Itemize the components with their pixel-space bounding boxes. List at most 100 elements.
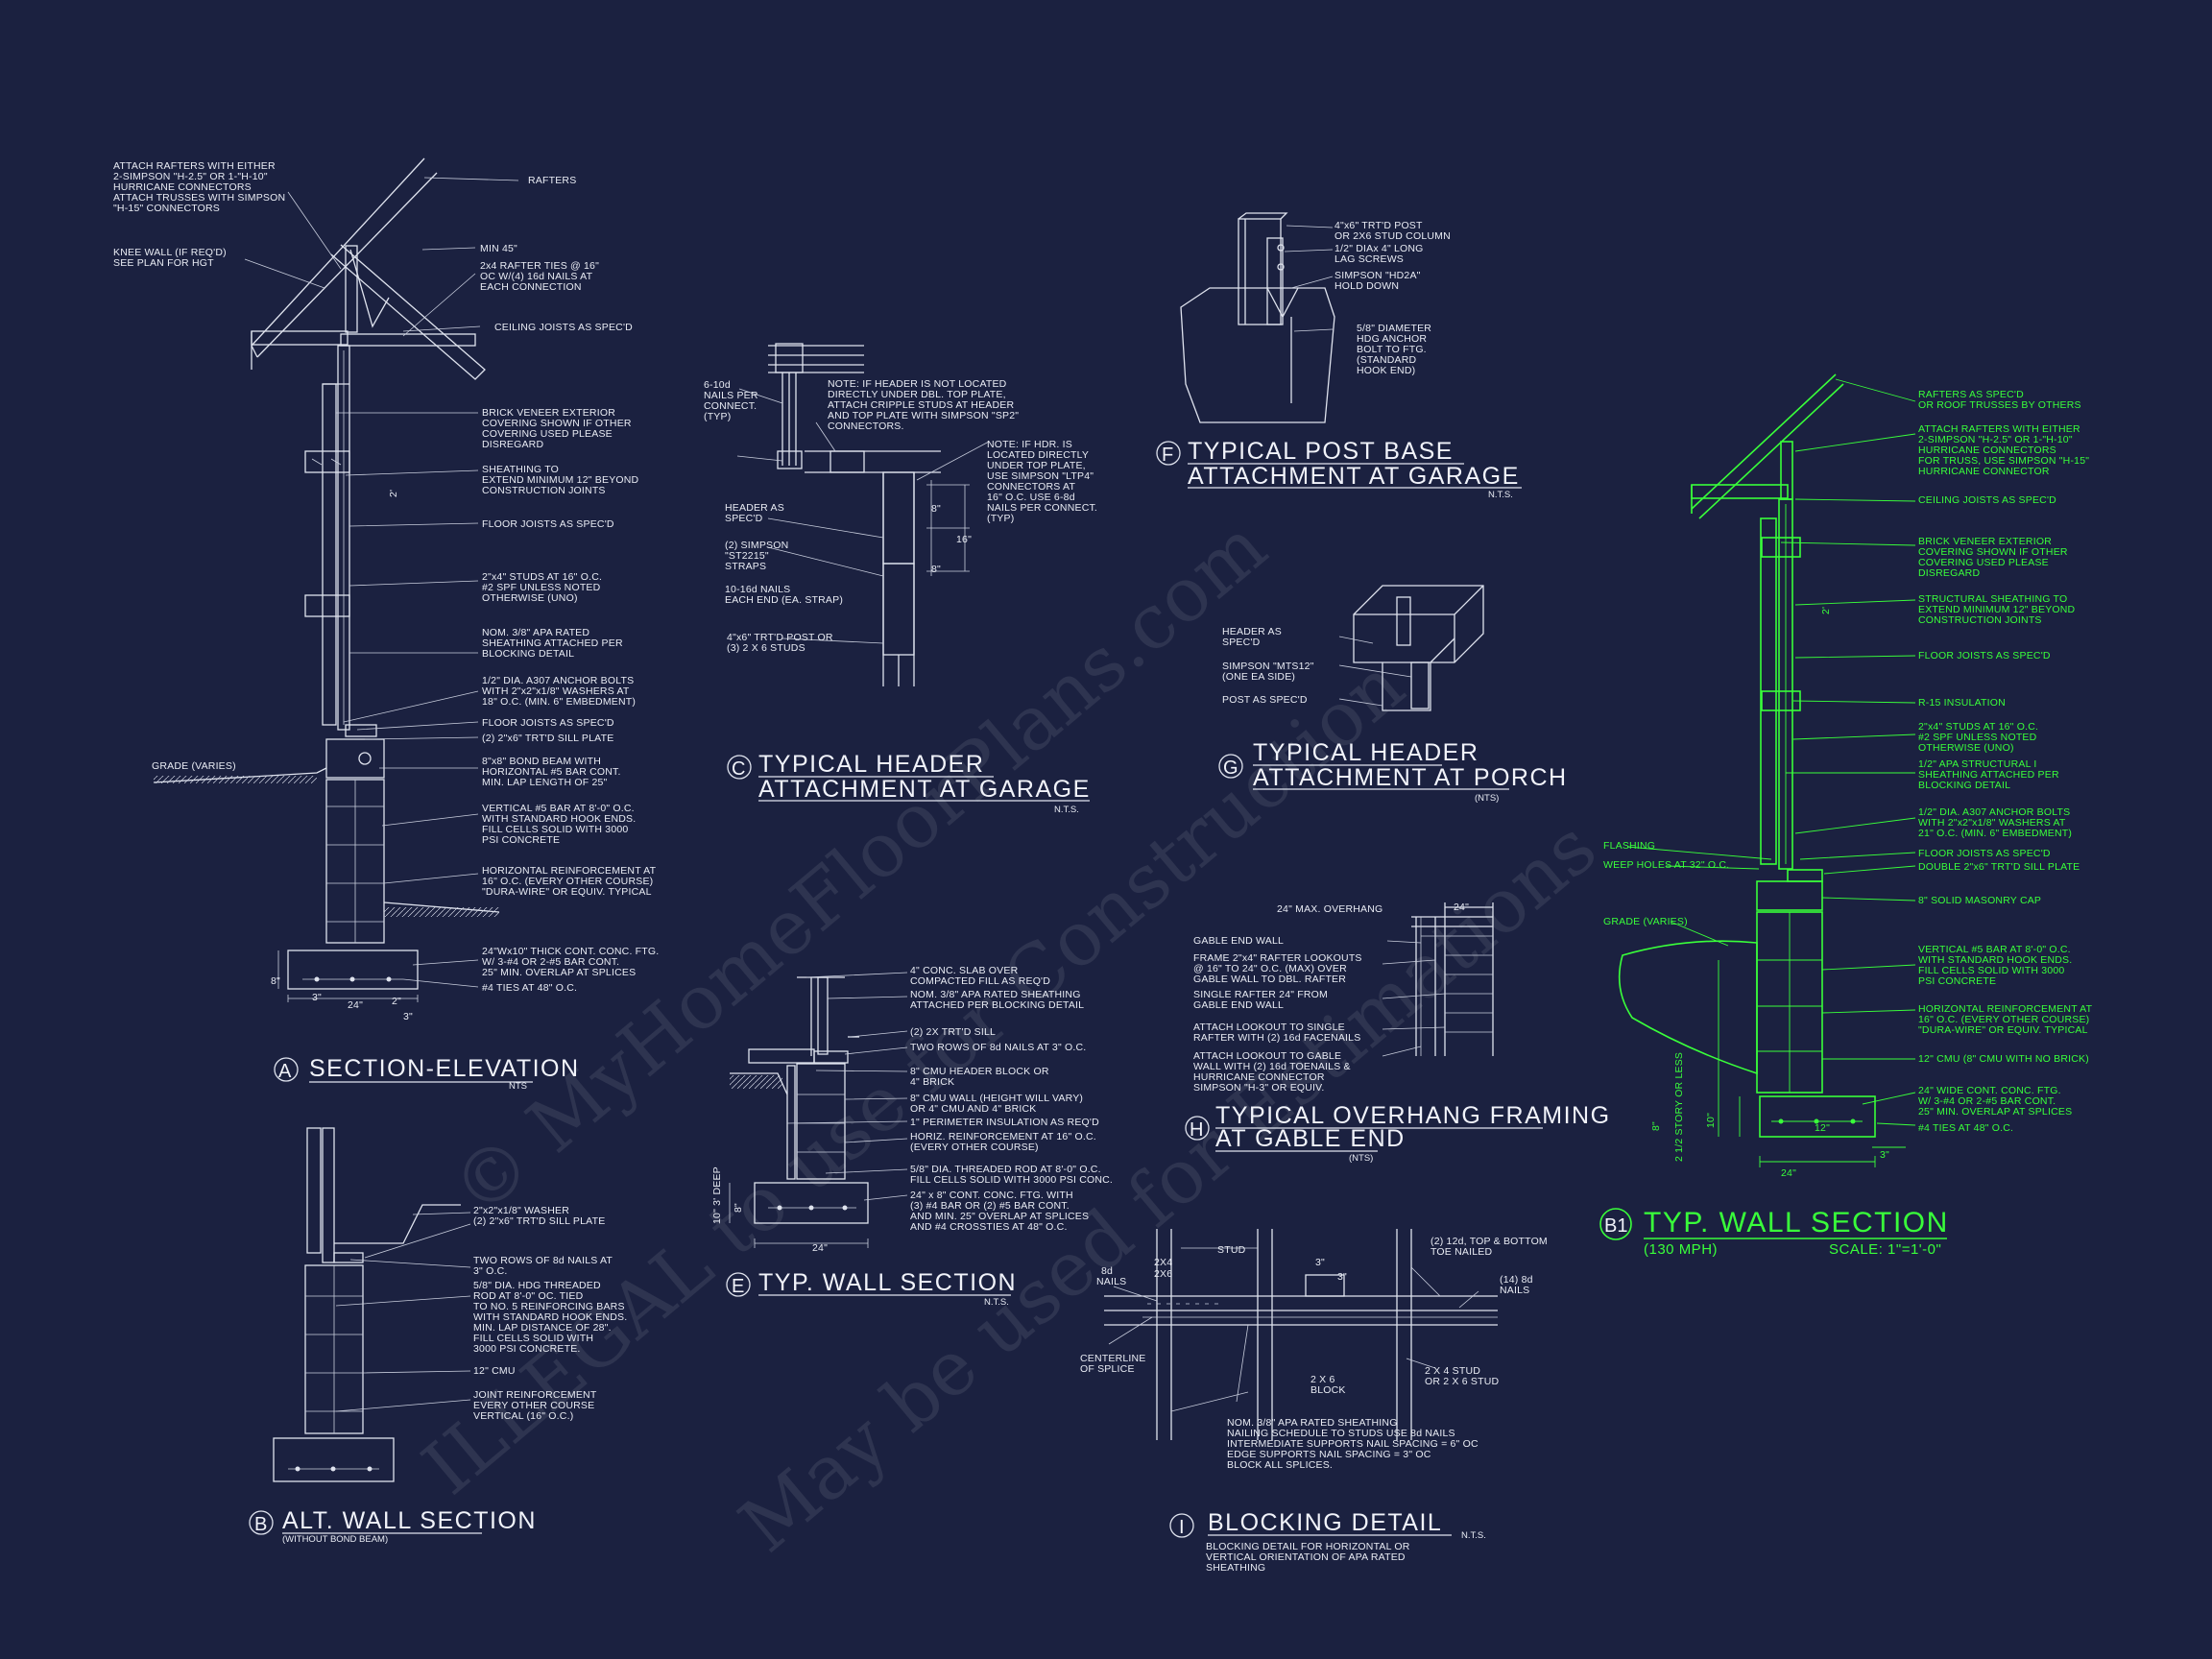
svg-text:NOM. 3/8" APA RATED SHEATHING: NOM. 3/8" APA RATED SHEATHING [1227,1417,1398,1429]
a-note: MIN. LAP LENGTH OF 25" [482,777,608,788]
svg-text:CEILING JOISTS AS SPEC'D: CEILING JOISTS AS SPEC'D [1918,494,2056,506]
svg-text:HURRICANE CONNECTORS: HURRICANE CONNECTORS [1918,445,2056,456]
detail-f-notes: 4"x6" TRT'D POST OR 2X6 STUD COLUMN 1/2"… [1334,220,1451,376]
a-note: #4 TIES AT 48" O.C. [482,982,577,994]
svg-text:PSI CONCRETE: PSI CONCRETE [482,834,560,846]
svg-text:2-SIMPSON "H-2.5" OR 1-"H-10": 2-SIMPSON "H-2.5" OR 1-"H-10" [113,171,268,182]
svg-text:EVERY OTHER COURSE: EVERY OTHER COURSE [473,1400,594,1411]
svg-text:BRICK VENEER EXTERIOR: BRICK VENEER EXTERIOR [1918,536,2052,547]
i-scale: N.T.S. [1461,1530,1486,1541]
svg-text:DIRECTLY UNDER DBL. TOP PLATE,: DIRECTLY UNDER DBL. TOP PLATE, [828,389,1006,400]
f-note: 1/2" DIAx 4" LONG [1334,243,1424,254]
e-note: NOM. 3/8" APA RATED SHEATHING [910,989,1081,1000]
b1-note: "DURA-WIRE" OR EQUIV. TYPICAL [1918,1024,2088,1036]
g-title-2: ATTACHMENT AT PORCH [1253,764,1568,791]
svg-text:24": 24" [812,1242,828,1254]
svg-text:WITH STANDARD HOOK ENDS.: WITH STANDARD HOOK ENDS. [473,1311,627,1323]
svg-text:8": 8" [931,564,941,575]
svg-text:(TYP): (TYP) [704,411,731,422]
b-note: 5/8" DIA. HDG THREADED [473,1280,601,1291]
detail-a-leaders [244,177,519,988]
a-note: EXTEND MINIMUM 12" BEYOND [482,474,639,486]
svg-text:BLOCKING DETAIL: BLOCKING DETAIL [482,648,574,660]
svg-text:HORIZ. REINFORCEMENT AT 16" O.: HORIZ. REINFORCEMENT AT 16" O.C. [910,1131,1096,1142]
svg-text:MIN. LAP DISTANCE OF 28".: MIN. LAP DISTANCE OF 28". [473,1322,612,1334]
c-note: USE SIMPSON "LTP4" [987,470,1094,482]
c-note: AND TOP PLATE WITH SIMPSON "SP2" [828,410,1019,421]
f-note: HOLD DOWN [1334,280,1399,292]
svg-text:8": 8" [733,1203,744,1213]
svg-text:RAFTERS: RAFTERS [528,175,576,186]
svg-text:10-16d NAILS: 10-16d NAILS [725,584,790,595]
a-note: ATTACH RAFTERS WITH EITHER [113,160,276,172]
svg-text:#4 TIES AT 48" O.C.: #4 TIES AT 48" O.C. [1918,1122,2013,1134]
svg-text:"H-15" CONNECTORS: "H-15" CONNECTORS [113,203,220,214]
h-note: 24" MAX. OVERHANG [1277,903,1382,915]
svg-text:2 X 6: 2 X 6 [1310,1374,1335,1385]
b1-note: STRUCTURAL SHEATHING TO [1918,593,2067,605]
b-note: ROD AT 8'-0" OC. TIED [473,1290,584,1302]
e-note: 4" BRICK [910,1076,954,1088]
svg-text:OTHERWISE (UNO): OTHERWISE (UNO) [1918,742,2014,754]
f-title-1: TYPICAL POST BASE [1188,438,1454,465]
c-note: 16" O.C. USE 6-8d [987,492,1075,503]
a-tag: A [278,1061,292,1082]
i-note: SHEATHING [1206,1562,1265,1574]
svg-text:NOTE: IF HDR. IS: NOTE: IF HDR. IS [987,439,1072,450]
svg-text:5/8" DIA. THREADED ROD AT 8'-0: 5/8" DIA. THREADED ROD AT 8'-0" O.C. [910,1164,1101,1175]
e-note: COMPACTED FILL AS REQ'D [910,975,1050,987]
svg-text:SINGLE RAFTER 24" FROM: SINGLE RAFTER 24" FROM [1193,989,1328,1000]
svg-text:VERTICAL ORIENTATION OF APA RA: VERTICAL ORIENTATION OF APA RATED [1206,1551,1406,1563]
b1-note: FILL CELLS SOLID WITH 3000 [1918,965,2064,976]
c-scale: N.T.S. [1054,805,1079,815]
svg-text:SHEATHING: SHEATHING [1206,1562,1265,1574]
svg-text:VERTICAL #5 BAR AT 8'-0" O.C.: VERTICAL #5 BAR AT 8'-0" O.C. [1918,944,2071,955]
svg-text:W/ 3-#4 OR 2-#5 BAR CONT.: W/ 3-#4 OR 2-#5 BAR CONT. [1918,1095,2056,1107]
e-dim: 8" [733,1203,744,1213]
b1-subtitle: (130 MPH) [1644,1241,1718,1258]
svg-text:NAILS: NAILS [1500,1285,1529,1296]
c-note: (TYP) [704,411,731,422]
svg-text:8"x8" BOND BEAM WITH: 8"x8" BOND BEAM WITH [482,756,601,767]
svg-text:EACH CONNECTION: EACH CONNECTION [480,281,582,293]
g-title-1: TYPICAL HEADER [1253,739,1479,766]
g-note: SPEC'D [1222,637,1261,648]
svg-text:3" O.C.: 3" O.C. [473,1265,507,1277]
a-note: CEILING JOISTS AS SPEC'D [494,322,633,333]
svg-text:4"x6" TRT'D POST: 4"x6" TRT'D POST [1334,220,1423,231]
a-note: OTHERWISE (UNO) [482,592,578,604]
a-note: BLOCKING DETAIL [482,648,574,660]
b1-note: HURRICANE CONNECTOR [1918,466,2050,477]
h-note: GABLE END WALL [1193,999,1284,1011]
i-note: OR 2 X 6 STUD [1425,1376,1500,1387]
h-title-2: AT GABLE END [1215,1125,1406,1152]
svg-text:STRUCTURAL SHEATHING TO: STRUCTURAL SHEATHING TO [1918,593,2067,605]
svg-text:16" O.C. USE 6-8d: 16" O.C. USE 6-8d [987,492,1075,503]
svg-text:(3) #4 BAR OR (2) #5 BAR CONT.: (3) #4 BAR OR (2) #5 BAR CONT. [910,1200,1070,1212]
detail-b1-title: B1 TYP. WALL SECTION (130 MPH) SCALE: 1"… [1599,1207,1947,1258]
a-note: DISREGARD [482,439,543,450]
b-note: 3" O.C. [473,1265,507,1277]
a-dim: 3" [403,1011,413,1022]
detail-g-notes: HEADER AS SPEC'D SIMPSON "MTS12" (ONE EA… [1222,626,1314,706]
b1-note: 2-SIMPSON "H-2.5" OR 1-"H-10" [1918,434,2073,445]
a-note: "H-15" CONNECTORS [113,203,220,214]
f-note: SIMPSON "HD2A" [1334,270,1421,281]
detail-g-header-porch: HEADER AS SPEC'D SIMPSON "MTS12" (ONE EA… [1218,585,1568,804]
svg-text:1" PERIMETER INSULATION AS REQ: 1" PERIMETER INSULATION AS REQ'D [910,1117,1099,1128]
svg-text:POST AS SPEC'D: POST AS SPEC'D [1222,694,1308,706]
i-note: 2 X 6 [1310,1374,1335,1385]
b1-note: #4 TIES AT 48" O.C. [1918,1122,2013,1134]
b-note: MIN. LAP DISTANCE OF 28". [473,1322,612,1334]
svg-text:COVERING SHOWN IF OTHER: COVERING SHOWN IF OTHER [1918,546,2068,558]
detail-a-notes: ATTACH RAFTERS WITH EITHER 2-SIMPSON "H-… [113,160,659,1022]
svg-text:16" O.C. (EVERY OTHER COURSE): 16" O.C. (EVERY OTHER COURSE) [1918,1014,2089,1025]
e-note: HORIZ. REINFORCEMENT AT 16" O.C. [910,1131,1096,1142]
detail-f-drawing [1180,212,1335,423]
e-note: 1" PERIMETER INSULATION AS REQ'D [910,1117,1099,1128]
svg-text:1/2" DIA. A307 ANCHOR BOLTS: 1/2" DIA. A307 ANCHOR BOLTS [1918,806,2070,818]
detail-b1-typ-wall-section: RAFTERS AS SPEC'D OR ROOF TRUSSES BY OTH… [1599,373,2092,1258]
svg-text:SIMPSON "MTS12": SIMPSON "MTS12" [1222,661,1314,672]
svg-text:AND TOP PLATE WITH SIMPSON "SP: AND TOP PLATE WITH SIMPSON "SP2" [828,410,1019,421]
svg-text:W/ 3-#4 OR 2-#5 BAR CONT.: W/ 3-#4 OR 2-#5 BAR CONT. [482,956,619,968]
